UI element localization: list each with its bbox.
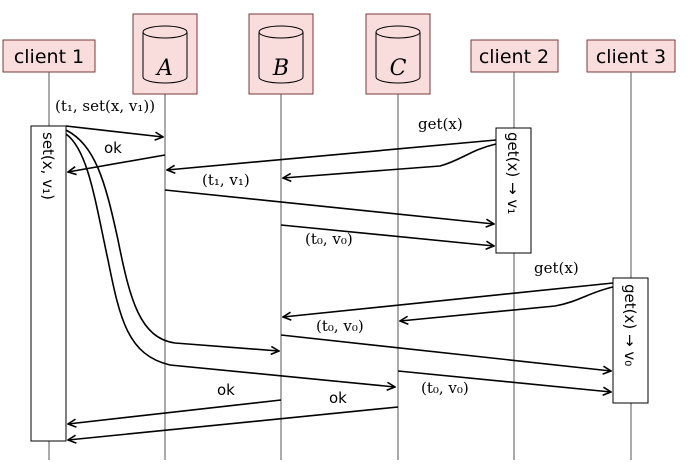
message-get-from-client3-to-c <box>400 286 614 321</box>
label-t0-v0-b-client3: (t₀, v₀) <box>316 317 364 335</box>
activation-client1-label: set(x, v₁) <box>39 132 57 200</box>
message-set-to-c <box>65 133 395 387</box>
message-get-from-client3-to-b <box>283 282 614 317</box>
message-t0-v0-c-to-client3 <box>397 370 611 392</box>
label-ok-c: ok <box>329 389 347 407</box>
label-get-client2: get(x) <box>418 115 463 133</box>
activation-client3-label: get(x) → v₀ <box>621 284 639 366</box>
activation-client1: set(x, v₁) <box>30 125 67 442</box>
participant-client1-label: client 1 <box>14 46 84 68</box>
replica-c: C <box>365 13 431 95</box>
replica-b: B <box>248 13 314 95</box>
message-t0-v0-b-to-client3 <box>280 334 611 371</box>
message-ok-from-a <box>68 154 166 172</box>
participant-client3: client 3 <box>586 39 676 73</box>
activation-client2-label: get(x) → v₁ <box>504 132 522 214</box>
label-t0-v0-c-client3: (t₀, v₀) <box>421 379 469 397</box>
message-get-from-client2-to-a <box>167 139 497 170</box>
label-set-request: (t₁, set(x, v₁)) <box>55 97 155 115</box>
activation-client3: get(x) → v₀ <box>612 277 649 404</box>
label-t0-v0-client2: (t₀, v₀) <box>305 230 353 248</box>
message-t1-v1-to-client2 <box>164 189 494 224</box>
participant-client1: client 1 <box>2 39 96 73</box>
activation-client2: get(x) → v₁ <box>495 127 532 254</box>
database-icon <box>258 25 304 84</box>
replica-a-label: A <box>155 56 173 81</box>
label-ok-b: ok <box>217 381 235 399</box>
message-set-to-b <box>65 129 279 351</box>
message-get-from-client2-to-b <box>283 143 497 178</box>
database-icon <box>142 25 188 84</box>
label-get-client3: get(x) <box>534 259 579 277</box>
message-set-to-a <box>65 125 163 137</box>
replica-c-label: C <box>390 56 407 81</box>
replica-b-label: B <box>272 56 289 81</box>
database-icon <box>375 25 421 84</box>
message-ok-from-c <box>68 406 399 440</box>
participant-client2-label: client 2 <box>479 46 549 68</box>
message-t0-v0-b-to-client2 <box>280 224 494 246</box>
participant-client2: client 2 <box>470 39 559 73</box>
label-ok-a: ok <box>104 139 122 157</box>
label-t1-v1: (t₁, v₁) <box>202 171 250 189</box>
message-ok-from-b <box>68 399 282 424</box>
replica-a: A <box>132 13 198 95</box>
participant-client3-label: client 3 <box>596 46 666 68</box>
